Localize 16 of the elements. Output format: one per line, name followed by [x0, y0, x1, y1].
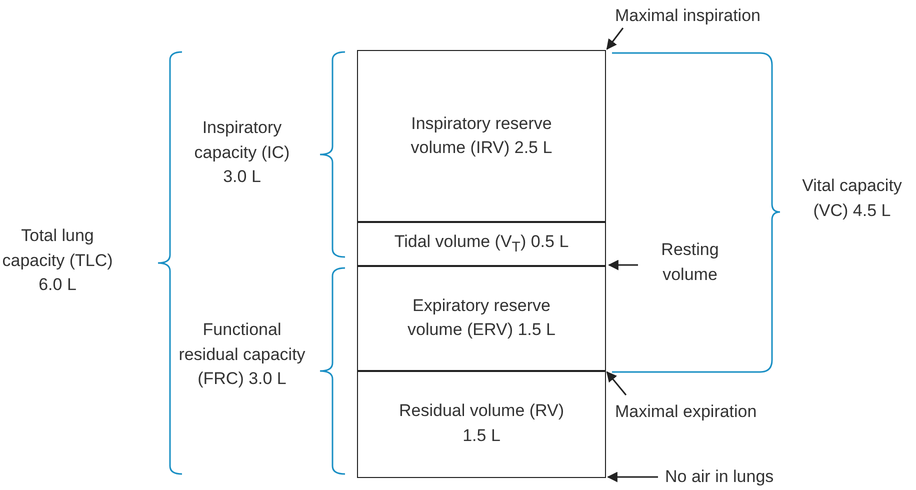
capacity-label: Inspiratory capacity (IC) 3.0 L — [193, 117, 291, 188]
annotation-text: Maximal expiration — [615, 400, 795, 425]
annotation-text: No air in lungs — [665, 465, 805, 490]
erv-segment: Expiratory reserve volume (ERV) 1.5 L — [357, 265, 606, 372]
annotation-text: Resting volume — [650, 238, 730, 288]
arrow — [606, 28, 624, 50]
capacity-label: Total lung capacity (TLC) 6.0 L — [1, 225, 114, 296]
arrow — [608, 260, 638, 270]
capacity-label: Functional residual capacity (FRC) 3.0 L — [178, 319, 306, 390]
annotation-text: Maximal inspiration — [615, 4, 795, 29]
capacity-label: Vital capacity (VC) 4.5 L — [801, 175, 903, 222]
arrow — [606, 472, 658, 482]
arrow — [606, 371, 627, 396]
irv-segment: Inspiratory reserve volume (IRV) 2.5 L — [357, 50, 606, 222]
rv-segment: Residual volume (RV) 1.5 L — [357, 370, 606, 478]
tidal-volume-segment: Tidal volume (V$_{T}$) 0.5 L — [357, 221, 606, 266]
